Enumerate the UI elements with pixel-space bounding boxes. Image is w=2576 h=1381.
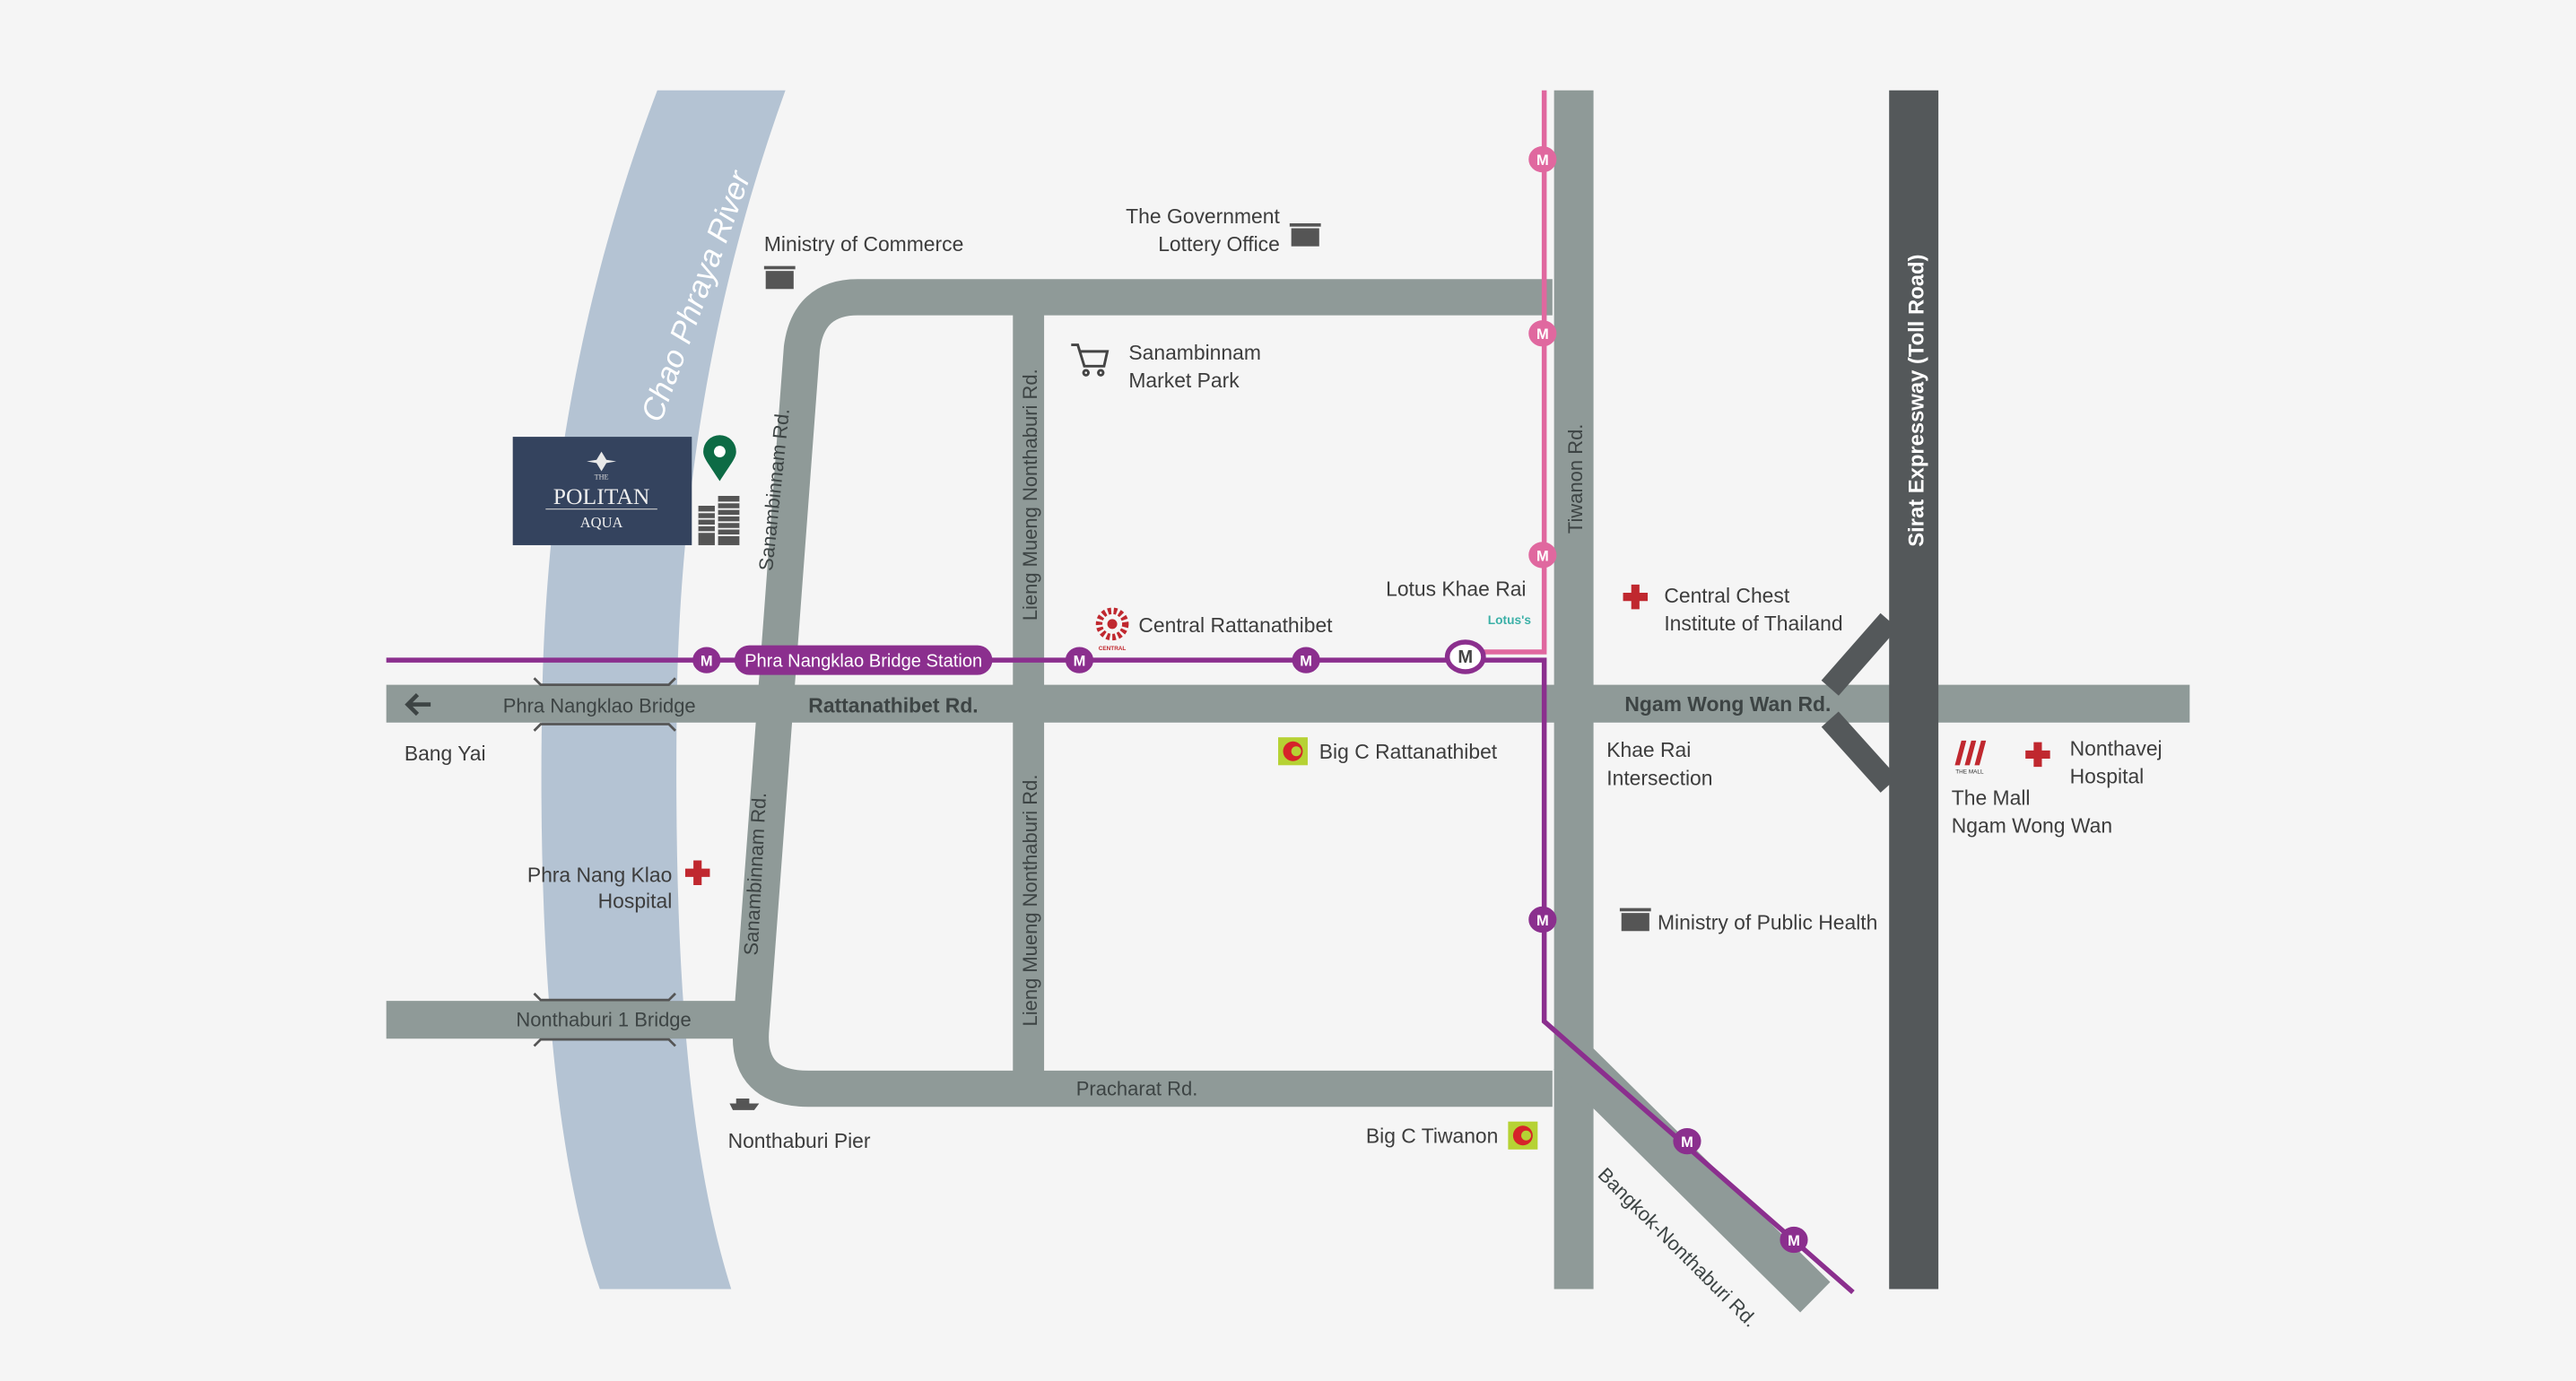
bridge-bracket — [533, 677, 676, 732]
logo-name: POLITAN — [553, 483, 650, 509]
metro-station-mark: M — [1536, 326, 1549, 343]
metro-station-icon[interactable]: M — [692, 647, 721, 673]
station-label-pill[interactable] — [734, 645, 993, 675]
metro-station-mark: M — [1681, 1134, 1693, 1151]
bangkok-nonthaburi-road — [1553, 1038, 1831, 1313]
bang-yai-label: Bang Yai — [405, 742, 486, 765]
lotus-label: Lotus Khae Rai — [1386, 578, 1526, 601]
sanambinnam-market-label-1: Sanambinnam — [1128, 341, 1261, 364]
metro-station-mark: M — [1536, 152, 1549, 169]
tiwanon-label: Tiwanon Rd. — [1564, 424, 1587, 534]
hospital-cross-icon — [1623, 584, 1649, 610]
government-building-icon — [763, 265, 796, 290]
metro-station-icon[interactable]: M — [1528, 320, 1557, 347]
metro-station-mark: M — [1074, 654, 1086, 670]
nonthaburi-pier-label: Nonthaburi Pier — [728, 1129, 871, 1152]
boat-icon — [729, 1099, 760, 1110]
metro-station-mark: M — [1536, 913, 1549, 929]
phra-nangklao-bridge-label: Phra Nangklao Bridge — [503, 695, 696, 717]
lottery-label-2: Lottery Office — [1158, 232, 1280, 256]
metro-station-mark: M — [701, 654, 713, 670]
khae-rai-label: Khae Rai — [1606, 738, 1691, 761]
intersection-label: Intersection — [1606, 766, 1712, 789]
location-pin-icon[interactable] — [703, 435, 736, 482]
central-label: Central Rattanathibet — [1138, 613, 1333, 637]
metro-station-icon[interactable]: M — [1780, 1226, 1808, 1254]
central-logo-icon: CENTRAL — [1095, 607, 1129, 652]
metro-station-icon[interactable]: M — [1528, 542, 1557, 569]
phra-nang-klao-hospital-label-2: Hospital — [598, 890, 673, 913]
ministry-commerce-label: Ministry of Commerce — [764, 232, 963, 256]
big-c-logo-icon — [1508, 1121, 1538, 1150]
logo-sub: AQUA — [580, 514, 623, 531]
metro-station-icon[interactable]: M — [1673, 1128, 1701, 1155]
government-building-icon — [1289, 223, 1321, 247]
nonthavej-label-2: Hospital — [2070, 764, 2145, 787]
station-label: Phra Nangklao Bridge Station — [744, 651, 982, 671]
lotus-logo: Lotus's — [1488, 613, 1532, 627]
nonthavej-label-1: Nonthavej — [2070, 736, 2163, 760]
pink-line — [1465, 90, 1547, 655]
politan-aqua-logo[interactable]: THE POLITAN AQUA — [512, 437, 692, 545]
building-icon — [698, 496, 740, 545]
chest-institute-label-1: Central Chest — [1664, 584, 1789, 607]
metro-station-icon[interactable]: M — [1292, 647, 1320, 673]
big-c-tiwanon-label: Big C Tiwanon — [1366, 1124, 1499, 1147]
chest-institute-label-2: Institute of Thailand — [1664, 612, 1842, 635]
svg-text:CENTRAL: CENTRAL — [1099, 646, 1127, 652]
lottery-label-1: The Government — [1126, 204, 1280, 228]
government-building-icon — [1619, 908, 1651, 932]
rattanathibet-label: Rattanathibet Rd. — [808, 694, 978, 717]
pracharat-label: Pracharat Rd. — [1076, 1077, 1198, 1099]
metro-station-icon[interactable]: M — [1528, 906, 1557, 934]
lieng-label-top: Lieng Mueng Nonthaburi Rd. — [1019, 369, 1041, 621]
lieng-label-bottom: Lieng Mueng Nonthaburi Rd. — [1019, 775, 1041, 1027]
svg-text:THE MALL: THE MALL — [1955, 769, 1984, 775]
the-mall-label-2: Ngam Wong Wan — [1952, 813, 2112, 837]
arrow-left-icon — [405, 692, 431, 717]
sirat-ramp-top — [1821, 612, 1898, 696]
hospital-cross-icon — [2025, 742, 2050, 768]
ministry-public-health-label: Ministry of Public Health — [1658, 910, 1877, 934]
metro-station-icon[interactable]: M — [1444, 639, 1486, 674]
logo-the: THE — [595, 473, 609, 482]
sirat-label: Sirat Expressway (Toll Road) — [1905, 255, 1929, 547]
sanambinnam-market-label-2: Market Park — [1128, 369, 1240, 392]
metro-station-mark: M — [1458, 647, 1473, 667]
phra-nang-klao-hospital-label-1: Phra Nang Klao — [527, 863, 673, 886]
ngam-wong-wan-label: Ngam Wong Wan Rd. — [1624, 692, 1831, 716]
metro-station-mark: M — [1536, 548, 1549, 564]
metro-station-icon[interactable]: M — [1065, 647, 1094, 673]
metro-station-icon[interactable]: M — [1528, 145, 1557, 173]
nonthaburi-bridge-label: Nonthaburi 1 Bridge — [516, 1008, 691, 1030]
big-c-rattanathibet-label: Big C Rattanathibet — [1319, 740, 1498, 763]
metro-station-mark: M — [1300, 654, 1312, 670]
the-mall-logo-icon: THE MALL — [1954, 740, 1987, 775]
hospital-cross-icon — [684, 860, 710, 885]
bridge-bracket — [533, 992, 676, 1047]
shopping-cart-icon — [1071, 343, 1110, 377]
metro-station-mark: M — [1788, 1233, 1800, 1249]
sirat-ramp-bottom — [1821, 711, 1898, 793]
big-c-logo-icon — [1278, 737, 1308, 766]
the-mall-label-1: The Mall — [1952, 786, 2031, 809]
star-icon — [587, 451, 617, 472]
